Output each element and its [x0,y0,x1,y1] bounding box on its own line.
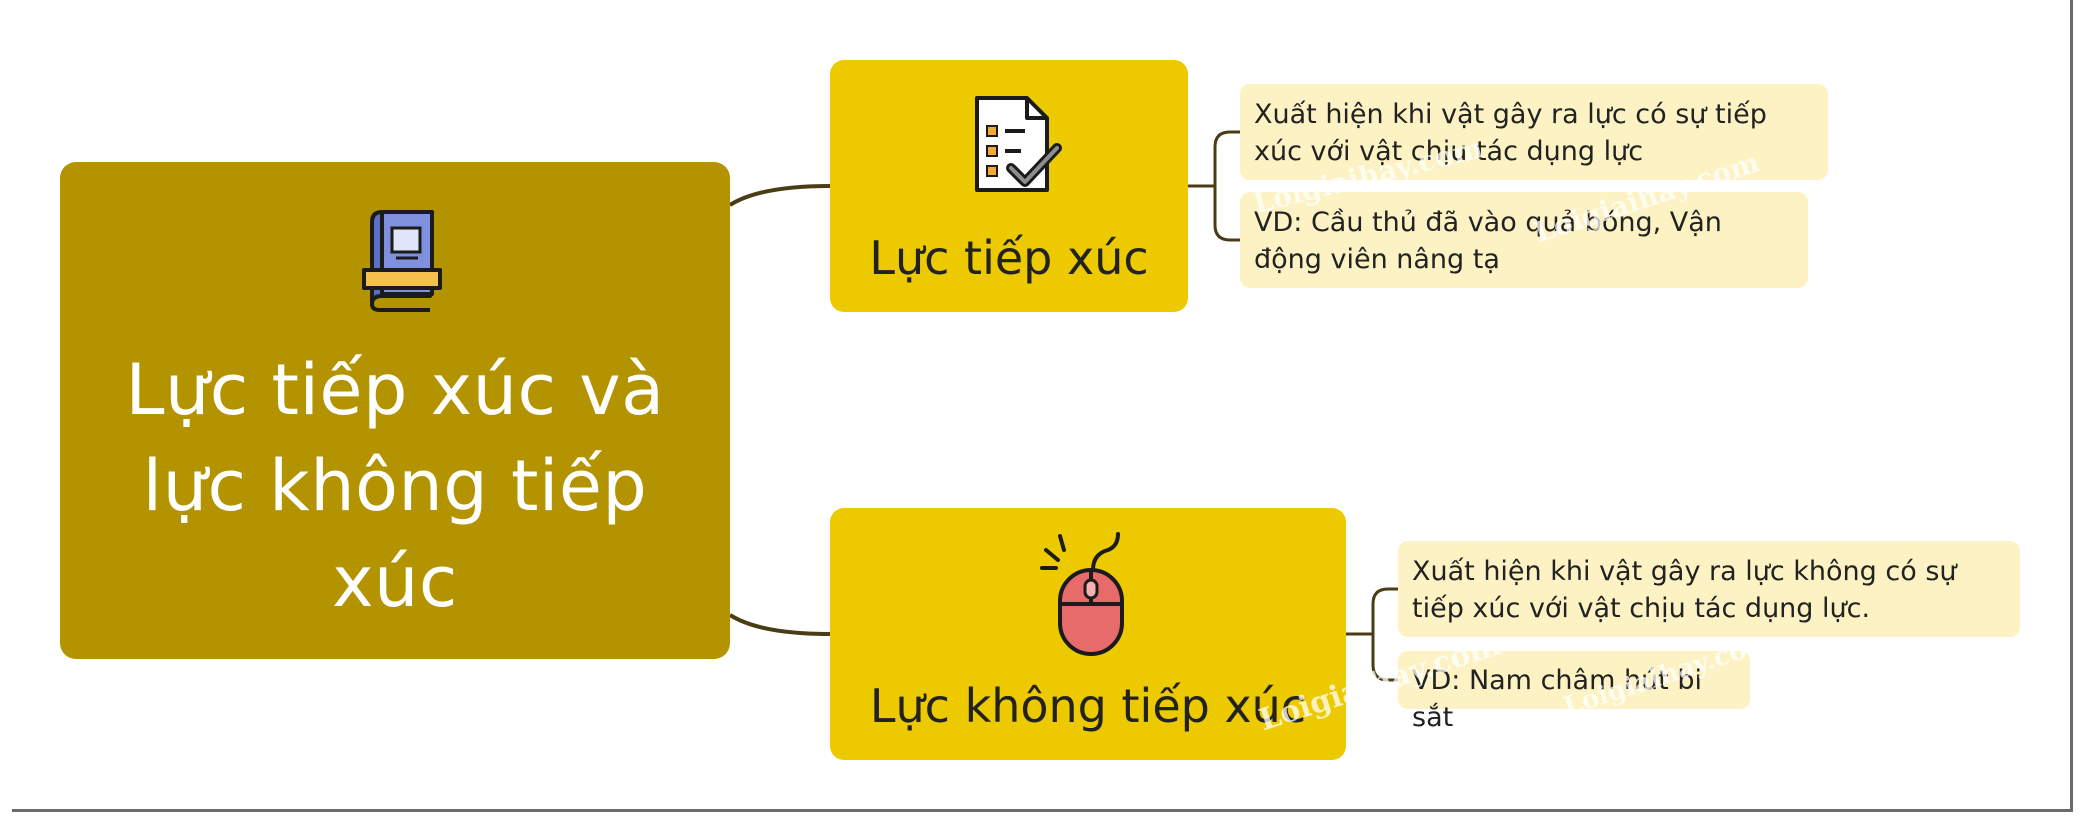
branch-non-contact-force[interactable]: Lực không tiếp xúc [830,508,1346,760]
frame-border-bottom [12,809,2073,812]
branch-title: Lực không tiếp xúc [869,679,1307,733]
connector-branch-1-bracket [1213,130,1240,242]
connector-root-to-branch-1 [728,184,831,207]
root-title: Lực tiếp xúc và lực không tiếp xúc [125,349,665,623]
root-topic[interactable]: Lực tiếp xúc và lực không tiếp xúc [60,162,730,659]
leaf-non-contact-example[interactable]: VD: Nam châm hút bi sắt [1398,651,1750,733]
connector-root-to-branch-2 [728,613,831,636]
leaf-contact-example[interactable]: VD: Cầu thủ đã vào quả bóng, Vận động vi… [1240,192,1808,288]
branch-title: Lực tiếp xúc [869,231,1149,285]
mouse-icon [1040,532,1124,656]
frame-border-right [2070,0,2073,812]
branch-contact-force[interactable]: Lực tiếp xúc [830,60,1188,312]
connector-branch-2-bracket [1371,587,1398,682]
checklist-icon [975,96,1062,192]
leaf-contact-definition[interactable]: Xuất hiện khi vật gây ra lực có sự tiếp … [1240,84,1828,180]
leaf-non-contact-definition[interactable]: Xuất hiện khi vật gây ra lực không có sự… [1398,541,2020,637]
book-icon [362,210,442,312]
